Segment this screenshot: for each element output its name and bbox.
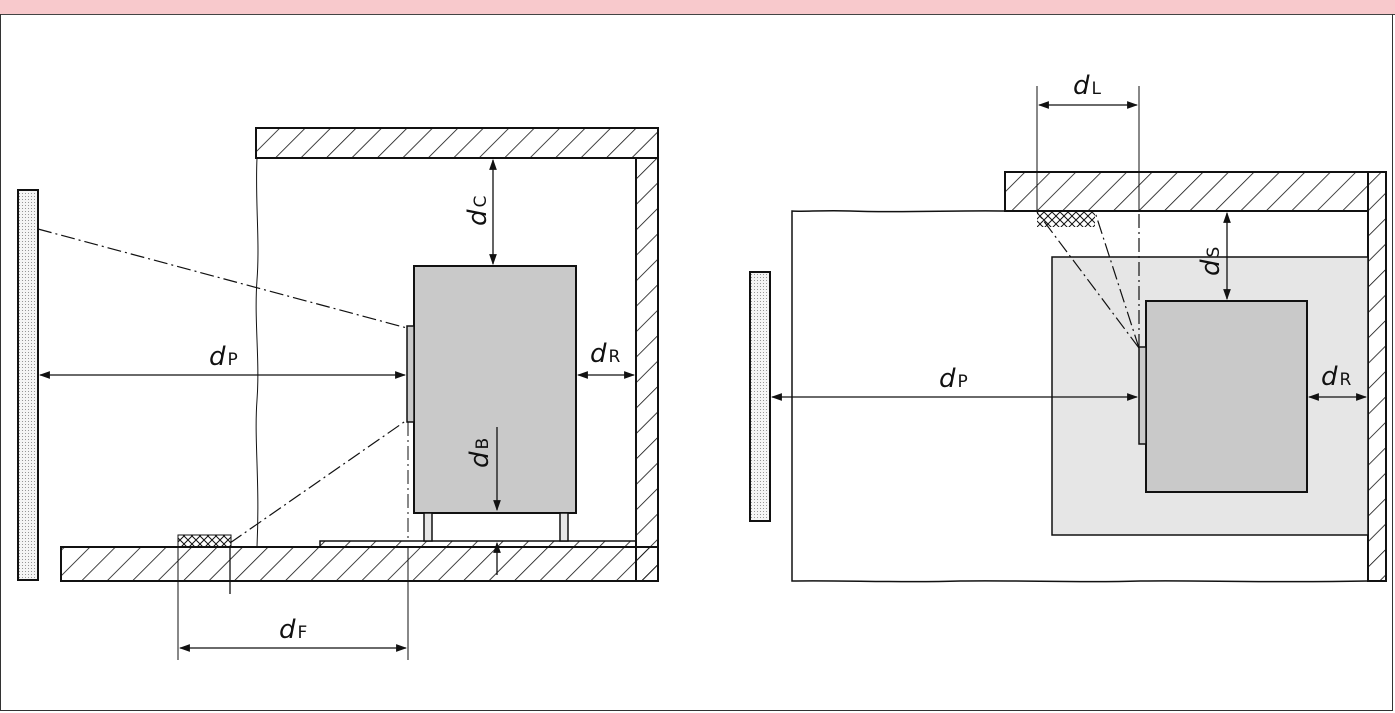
right-side-wall	[1367, 171, 1387, 582]
left-projector-lens	[406, 325, 415, 423]
left-label-dc: dC	[463, 196, 493, 226]
left-projector-foot	[423, 512, 433, 542]
header-band	[0, 0, 1395, 15]
left-break-line	[255, 157, 259, 548]
left-floor-slab	[60, 546, 659, 582]
right-label-ds: dS	[1196, 247, 1226, 276]
left-label-db: dB	[465, 438, 495, 468]
left-floor-plate	[319, 540, 637, 548]
right-wall-crosshatch	[1037, 211, 1095, 227]
header-fill	[0, 0, 1395, 14]
left-projector-foot	[559, 512, 569, 542]
right-projection-line	[1036, 211, 1140, 349]
right-projector-lens	[1138, 346, 1147, 445]
right-projection-screen	[749, 271, 771, 522]
left-projector-body	[413, 265, 577, 514]
left-projection-screen	[17, 189, 39, 581]
left-right-wall	[635, 157, 659, 582]
right-projector-body	[1145, 300, 1308, 493]
left-projection-line	[229, 419, 408, 544]
left-ceiling-slab	[255, 127, 659, 159]
left-floor-crosshatch	[177, 534, 232, 548]
right-room-outline	[791, 209, 1369, 583]
right-top-wall	[1004, 171, 1369, 212]
left-projection-line	[37, 228, 408, 329]
